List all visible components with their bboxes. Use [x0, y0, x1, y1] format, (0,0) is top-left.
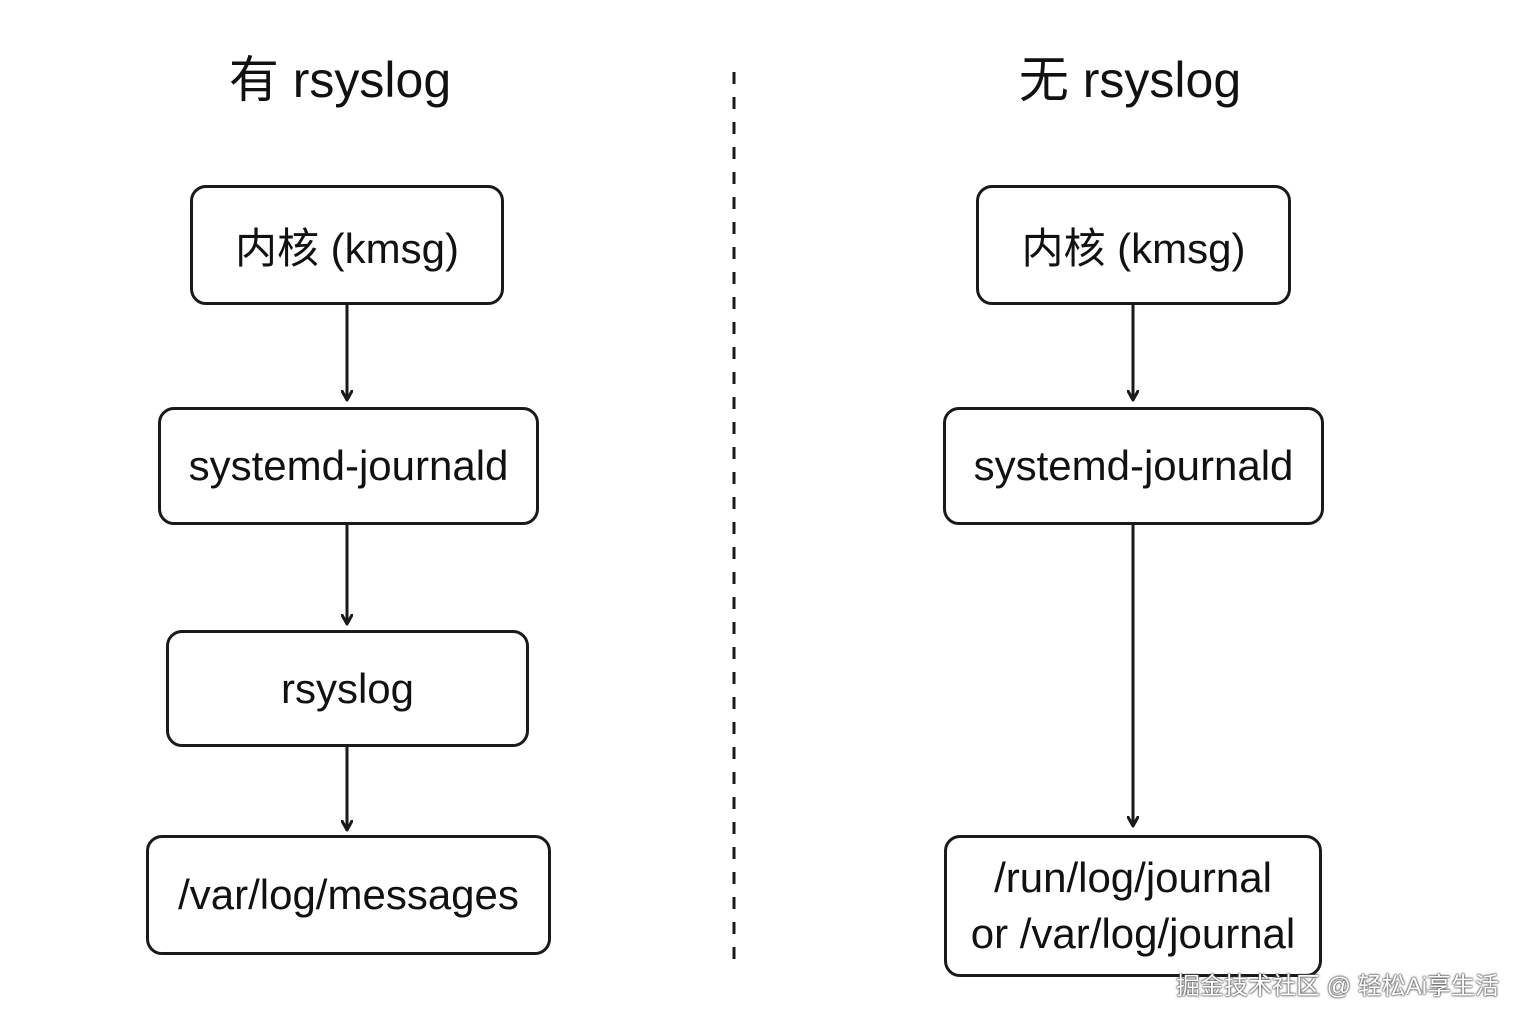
- right-node-journald-label: systemd-journald: [973, 442, 1294, 489]
- left-node-kernel-label: 内核 (kmsg): [235, 224, 459, 272]
- right-node-kernel-label: 内核 (kmsg): [1021, 224, 1246, 272]
- left-node-rsyslog-label: rsyslog: [280, 664, 415, 712]
- right-node-journald: systemd-journald: [943, 407, 1324, 525]
- right-node-journal-line-2: or /var/log/journal: [970, 910, 1296, 957]
- right-node-kernel: 内核 (kmsg): [976, 185, 1291, 305]
- left-node-rsyslog: rsyslog: [166, 630, 529, 747]
- left-node-messages-label: /var/log/messages: [178, 871, 519, 918]
- right-column-title: 无 rsyslog: [1018, 52, 1242, 108]
- left-node-kernel: 内核 (kmsg): [190, 185, 504, 305]
- right-node-journal-storage: /run/log/journal or /var/log/journal: [944, 835, 1322, 977]
- watermark-text: 掘金技术社区 @ 轻松Ai享生活: [1176, 973, 1500, 1000]
- left-column-title: 有 rsyslog: [228, 52, 452, 108]
- left-node-journald-label: systemd-journald: [188, 442, 509, 489]
- left-node-messages: /var/log/messages: [146, 835, 551, 955]
- left-node-journald: systemd-journald: [158, 407, 539, 525]
- right-node-journal-line-1: /run/log/journal: [994, 854, 1272, 901]
